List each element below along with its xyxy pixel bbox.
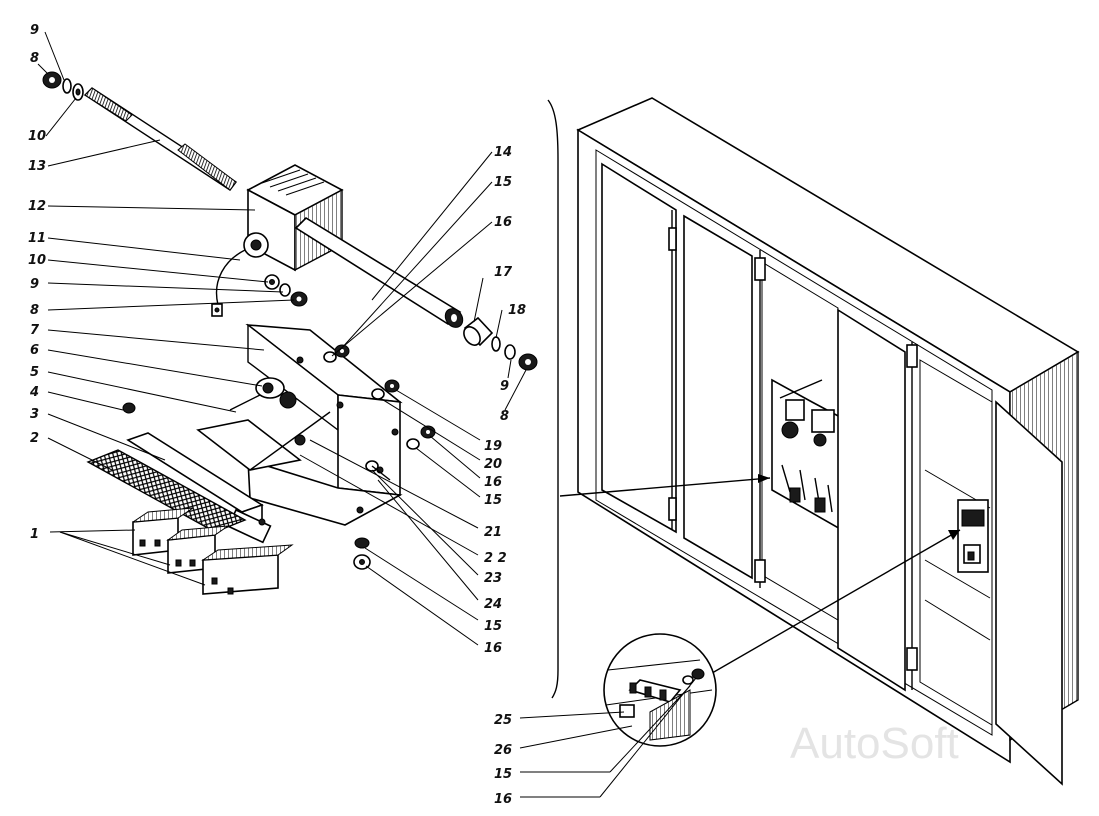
bolt-24 — [365, 460, 391, 481]
callout-19: 19 — [484, 439, 502, 454]
callout-26: 26 — [494, 743, 512, 758]
callout-11: 11 — [28, 231, 46, 246]
callout-10-mid: 10 — [28, 253, 46, 268]
terminal-post-6 — [229, 377, 297, 411]
washer-15-bottom — [354, 537, 370, 549]
callout-9-top: 9 — [30, 23, 39, 38]
resistor-block-12 — [243, 164, 344, 272]
resistor-element-3 — [126, 432, 272, 544]
clip-4 — [122, 402, 136, 414]
callout-15-bottom: 15 — [484, 619, 502, 634]
callout-4: 4 — [29, 385, 39, 400]
callout-16-right: 16 — [484, 475, 502, 490]
pointer-arrow-left — [559, 477, 771, 497]
washer-9-right — [504, 344, 516, 360]
leader-lines-detail — [519, 677, 697, 798]
bushing-17 — [463, 316, 494, 347]
washer-9-top — [62, 78, 72, 94]
callout-16-detail: 16 — [494, 792, 512, 807]
lead-wire-11 — [211, 249, 246, 317]
washer-15-right — [406, 438, 420, 450]
threaded-rod-13 — [83, 87, 238, 191]
watermark: AutoSoft — [790, 719, 959, 768]
nut-8-right — [518, 353, 538, 371]
leader-lines-left — [37, 31, 295, 586]
insulating-tube-14 — [294, 216, 464, 328]
nut-8-mid — [290, 291, 308, 307]
callout-labels: 9 8 10 13 12 11 10 9 8 7 6 5 4 3 2 1 14 … — [28, 23, 526, 807]
callout-10-top: 10 — [28, 129, 46, 144]
detail-magnifier-circle — [603, 633, 717, 747]
resistor-unit-right — [957, 499, 989, 573]
nut-16-upper — [334, 344, 350, 358]
callout-16-upper: 16 — [494, 215, 512, 230]
callout-18: 18 — [508, 303, 526, 318]
washer-10-top — [72, 83, 84, 101]
callout-16-bottom: 16 — [484, 641, 502, 656]
callout-5: 5 — [30, 365, 39, 380]
washer-10-mid — [264, 274, 280, 290]
leader-lines-center — [299, 151, 527, 646]
washer-20 — [371, 388, 385, 400]
cabinet-view — [559, 97, 1080, 786]
separator-bracket — [547, 99, 559, 699]
callout-6: 6 — [30, 343, 39, 358]
exploded-view — [37, 31, 538, 646]
callout-8-right: 8 — [500, 409, 509, 424]
washer-15-upper — [323, 351, 337, 363]
pointer-arrow-detail — [699, 529, 961, 681]
contact-plate-21 — [196, 411, 331, 471]
contactor-unit — [771, 378, 843, 532]
callout-15-right: 15 — [484, 493, 502, 508]
washer-18 — [491, 336, 501, 352]
callout-23: 23 — [484, 571, 502, 586]
callout-8-top: 8 — [30, 51, 39, 66]
callout-7: 7 — [30, 323, 40, 338]
callout-9-mid: 9 — [30, 277, 39, 292]
callout-12: 12 — [28, 199, 46, 214]
callout-9-right: 9 — [500, 379, 509, 394]
callout-17: 17 — [494, 265, 513, 280]
callout-20: 20 — [484, 457, 502, 472]
callout-3: 3 — [30, 407, 39, 422]
callout-25: 25 — [494, 713, 512, 728]
mounting-bracket-7 — [245, 323, 403, 526]
callout-1: 1 — [30, 527, 39, 542]
callout-22: 2 2 — [484, 551, 507, 566]
nut-16-bottom — [353, 554, 371, 570]
callout-21: 21 — [484, 525, 502, 540]
callout-15-upper: 15 — [494, 175, 512, 190]
callout-24: 24 — [484, 597, 502, 612]
callout-15-detail: 15 — [494, 767, 512, 782]
callout-14: 14 — [494, 145, 512, 160]
mesh-pad-2 — [86, 449, 247, 533]
nut-16-right — [420, 425, 436, 439]
nut-8-top — [42, 71, 62, 89]
callout-8-mid: 8 — [30, 303, 39, 318]
nut-19 — [384, 379, 400, 393]
callout-13: 13 — [28, 159, 46, 174]
washer-9-mid — [279, 283, 291, 297]
ceramic-blocks-1 — [132, 507, 294, 595]
callout-2: 2 — [30, 431, 39, 446]
